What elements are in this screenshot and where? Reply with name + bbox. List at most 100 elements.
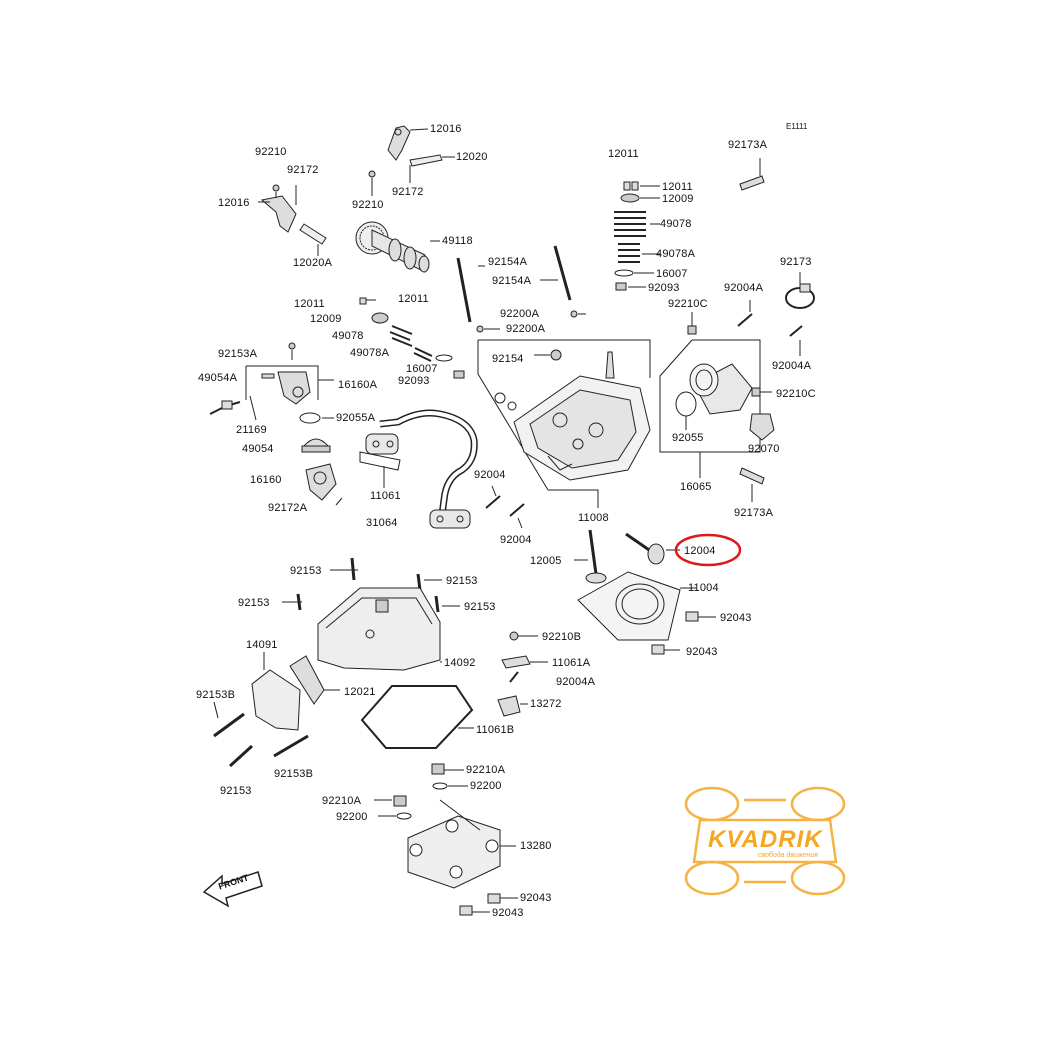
part-label[interactable]: 92172	[392, 186, 424, 198]
part-label[interactable]: 12011	[294, 298, 325, 310]
part-label[interactable]: 16007	[406, 363, 438, 375]
watermark-logo	[684, 786, 846, 896]
part-label[interactable]: 21169	[236, 424, 267, 436]
part-label[interactable]: 92154A	[488, 256, 528, 268]
cover-12021	[289, 655, 340, 705]
part-label[interactable]: 92153	[220, 785, 252, 797]
part-label[interactable]: 49054	[242, 443, 274, 455]
part-label[interactable]: 92004A	[556, 676, 596, 688]
oil-pipe-31064	[365, 409, 478, 529]
part-label[interactable]: 49078	[660, 218, 692, 230]
part-label[interactable]: 92154	[492, 353, 524, 365]
part-label[interactable]: 92043	[520, 892, 552, 904]
part-label[interactable]: 92210	[352, 199, 384, 211]
part-label[interactable]: 92173A	[734, 507, 774, 519]
part-label[interactable]: 92173A	[728, 139, 768, 151]
part-label[interactable]: 92043	[492, 907, 524, 919]
cover-14091	[251, 652, 301, 731]
part-label[interactable]: 92210C	[668, 298, 708, 310]
part-label[interactable]: 12011	[398, 293, 429, 305]
part-label[interactable]: 92153B	[274, 768, 314, 780]
part-label[interactable]: 92200A	[500, 308, 540, 320]
part-label[interactable]: 49118	[442, 235, 473, 247]
part-label[interactable]: 92043	[686, 646, 718, 658]
cylinder-head-11008	[494, 349, 651, 481]
nut-92210A-a	[431, 763, 445, 775]
part-label[interactable]: 92153	[238, 597, 270, 609]
part-label[interactable]: 12016	[218, 197, 250, 209]
highlight-ring-12004	[674, 533, 742, 567]
part-label[interactable]: 11061B	[476, 724, 515, 736]
valve-keepers-right	[623, 181, 660, 191]
part-label[interactable]: 12009	[310, 313, 342, 325]
part-label[interactable]: 92153	[290, 565, 322, 577]
part-label[interactable]: 14091	[246, 639, 278, 651]
part-label[interactable]: 11061	[370, 490, 401, 502]
intake-joint-16065	[675, 363, 753, 430]
sensor-49054A	[209, 400, 241, 415]
part-label[interactable]: 92200	[470, 780, 502, 792]
part-label[interactable]: 11061A	[552, 657, 591, 669]
part-label-highlighted[interactable]: 12004	[684, 545, 716, 557]
part-label[interactable]: 12016	[430, 123, 462, 135]
spring-retainer-left	[371, 312, 389, 324]
part-label[interactable]: 92055	[672, 432, 704, 444]
part-label[interactable]: 92093	[398, 375, 430, 387]
part-label[interactable]: 92210	[255, 146, 287, 158]
part-label[interactable]: 92210B	[542, 631, 582, 643]
part-label[interactable]: 92210A	[322, 795, 362, 807]
part-label[interactable]: 49078	[332, 330, 364, 342]
part-label[interactable]: 92153	[446, 575, 478, 587]
part-label[interactable]: 92004A	[772, 360, 812, 372]
part-label[interactable]: 92172A	[268, 502, 308, 514]
part-label[interactable]: 16007	[656, 268, 688, 280]
long-stud-92154A	[456, 245, 572, 323]
gasket-92055A	[299, 412, 321, 424]
part-label[interactable]: 11004	[688, 582, 719, 594]
part-label[interactable]: 92004	[500, 534, 532, 546]
part-label[interactable]: 31064	[366, 517, 398, 529]
part-label[interactable]: 12011	[608, 148, 639, 160]
part-label[interactable]: 12009	[662, 193, 694, 205]
dowel-92043-d	[459, 905, 473, 916]
part-label[interactable]: 16160A	[338, 379, 378, 391]
part-label[interactable]: 12020	[456, 151, 488, 163]
part-label[interactable]: 14092	[444, 657, 476, 669]
part-label[interactable]: 16160	[250, 474, 282, 486]
part-label[interactable]: 49078A	[350, 347, 390, 359]
part-label[interactable]: 12011	[662, 181, 693, 193]
part-label[interactable]: 92153B	[196, 689, 236, 701]
part-label[interactable]: 92004A	[724, 282, 764, 294]
part-label[interactable]: 12020A	[293, 257, 333, 269]
part-label[interactable]: 92210C	[776, 388, 816, 400]
part-label[interactable]: 13280	[520, 840, 552, 852]
part-label[interactable]: 92093	[648, 282, 680, 294]
part-label[interactable]: 92043	[720, 612, 752, 624]
outer-spring-right	[614, 211, 660, 237]
part-label[interactable]: 92154A	[492, 275, 532, 287]
part-label[interactable]: 92070	[748, 443, 780, 455]
part-label[interactable]: 49054A	[198, 372, 238, 384]
part-label[interactable]: 13272	[530, 698, 562, 710]
rocker-shaft-top	[409, 154, 455, 167]
part-label[interactable]: 92200A	[506, 323, 546, 335]
part-label[interactable]: 92055A	[336, 412, 376, 424]
part-label[interactable]: 11008	[578, 512, 609, 524]
nut-92210A-b	[393, 795, 407, 807]
part-label[interactable]: 16065	[680, 481, 712, 493]
part-label[interactable]: 92153	[464, 601, 496, 613]
part-label[interactable]: 92173	[780, 256, 812, 268]
part-label[interactable]: 92004	[474, 469, 506, 481]
part-label[interactable]: 92200	[336, 811, 368, 823]
part-label[interactable]: 92210A	[466, 764, 506, 776]
part-label[interactable]: 49078A	[656, 248, 696, 260]
nut-92210-top	[368, 170, 376, 178]
part-label[interactable]: 92172	[287, 164, 319, 176]
bolts-92153B	[213, 701, 309, 768]
pin-92004A-c	[509, 671, 519, 683]
part-label[interactable]: 12005	[530, 555, 562, 567]
part-label[interactable]: 92153A	[218, 348, 258, 360]
gasket-11061A	[501, 655, 531, 669]
part-label[interactable]: 12021	[344, 686, 376, 698]
rocker-holder-13280	[407, 799, 516, 889]
